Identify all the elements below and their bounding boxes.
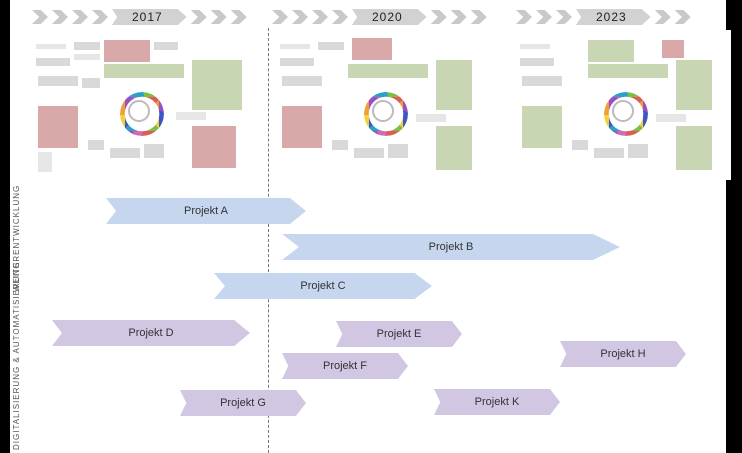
roadmap-canvas: 2017 2020 2023 bbox=[10, 0, 731, 453]
system-block bbox=[628, 144, 648, 158]
project-bar-a[interactable]: Projekt A bbox=[106, 198, 306, 224]
system-block bbox=[144, 144, 164, 158]
chevron-icon bbox=[210, 10, 227, 24]
system-block-new bbox=[588, 40, 634, 62]
system-block bbox=[88, 140, 104, 150]
system-block-legacy bbox=[662, 40, 684, 58]
system-block-new bbox=[104, 64, 184, 78]
system-block bbox=[38, 152, 52, 172]
chevron-icon bbox=[674, 10, 691, 24]
chevron-icon bbox=[230, 10, 247, 24]
system-block-legacy bbox=[192, 126, 236, 168]
chevron-icon bbox=[52, 10, 68, 24]
architecture-panel-2017 bbox=[32, 30, 247, 180]
system-block-new bbox=[436, 60, 472, 110]
system-block bbox=[656, 114, 686, 122]
system-block-new bbox=[676, 126, 712, 170]
system-block bbox=[82, 78, 100, 88]
system-block-legacy bbox=[352, 38, 392, 60]
system-block bbox=[520, 58, 554, 66]
caption-bar bbox=[36, 44, 66, 49]
system-block bbox=[110, 148, 140, 158]
system-block bbox=[154, 42, 178, 50]
system-block bbox=[38, 76, 78, 86]
chevron-icon bbox=[470, 10, 487, 24]
year-label-2020: 2020 bbox=[352, 9, 427, 25]
project-bar-f[interactable]: Projekt F bbox=[282, 353, 408, 379]
system-block bbox=[354, 148, 384, 158]
year-label-2017: 2017 bbox=[112, 9, 187, 25]
system-block bbox=[74, 54, 100, 60]
system-block-new bbox=[676, 60, 712, 110]
system-block bbox=[282, 76, 322, 86]
project-bar-c[interactable]: Projekt C bbox=[214, 273, 432, 299]
chevron-icon bbox=[272, 10, 288, 24]
system-block-new bbox=[588, 64, 668, 78]
chevron-icon bbox=[72, 10, 88, 24]
chevron-icon bbox=[32, 10, 48, 24]
system-block bbox=[522, 76, 562, 86]
project-bar-k[interactable]: Projekt K bbox=[434, 389, 560, 415]
system-block-new bbox=[522, 106, 562, 148]
project-bar-g[interactable]: Projekt G bbox=[180, 390, 306, 416]
system-block bbox=[176, 112, 206, 120]
system-block-new bbox=[436, 126, 472, 170]
system-block bbox=[36, 58, 70, 66]
timeline-chevrons-2023: 2023 bbox=[516, 8, 695, 26]
process-wheel-core bbox=[128, 100, 150, 122]
caption-bar bbox=[520, 44, 550, 49]
system-block-legacy bbox=[38, 106, 78, 148]
chevron-icon bbox=[450, 10, 467, 24]
project-bar-h[interactable]: Projekt H bbox=[560, 341, 686, 367]
chevron-icon bbox=[312, 10, 328, 24]
system-block bbox=[416, 114, 446, 122]
process-wheel-core bbox=[372, 100, 394, 122]
chevron-icon bbox=[190, 10, 207, 24]
chevron-icon bbox=[654, 10, 671, 24]
system-block bbox=[388, 144, 408, 158]
project-bar-e[interactable]: Projekt E bbox=[336, 321, 462, 347]
chevron-icon bbox=[332, 10, 348, 24]
chevron-icon bbox=[92, 10, 108, 24]
project-bar-d[interactable]: Projekt D bbox=[52, 320, 250, 346]
system-block bbox=[572, 140, 588, 150]
chevron-icon bbox=[516, 10, 532, 24]
architecture-panel-2023 bbox=[516, 30, 731, 180]
system-block-new bbox=[348, 64, 428, 78]
chevron-icon bbox=[536, 10, 552, 24]
system-block bbox=[74, 42, 100, 50]
side-label-digitalization: DIGITALISIERUNG & AUTOMATISIERUNG bbox=[12, 261, 21, 450]
year-label-2023: 2023 bbox=[576, 9, 651, 25]
timeline-chevrons-2020: 2020 bbox=[272, 8, 491, 26]
timeline-chevrons-2017: 2017 bbox=[32, 8, 251, 26]
project-bar-b[interactable]: Projekt B bbox=[282, 234, 620, 260]
system-block bbox=[280, 58, 314, 66]
system-block bbox=[594, 148, 624, 158]
system-block-new bbox=[192, 60, 242, 110]
system-block-legacy bbox=[282, 106, 322, 148]
system-block-legacy bbox=[104, 40, 150, 62]
system-block bbox=[332, 140, 348, 150]
system-block bbox=[318, 42, 344, 50]
chevron-icon bbox=[292, 10, 308, 24]
today-divider bbox=[268, 28, 269, 453]
caption-bar bbox=[280, 44, 310, 49]
chevron-icon bbox=[556, 10, 572, 24]
process-wheel-core bbox=[612, 100, 634, 122]
architecture-panel-2020 bbox=[276, 30, 491, 180]
chevron-icon bbox=[430, 10, 447, 24]
